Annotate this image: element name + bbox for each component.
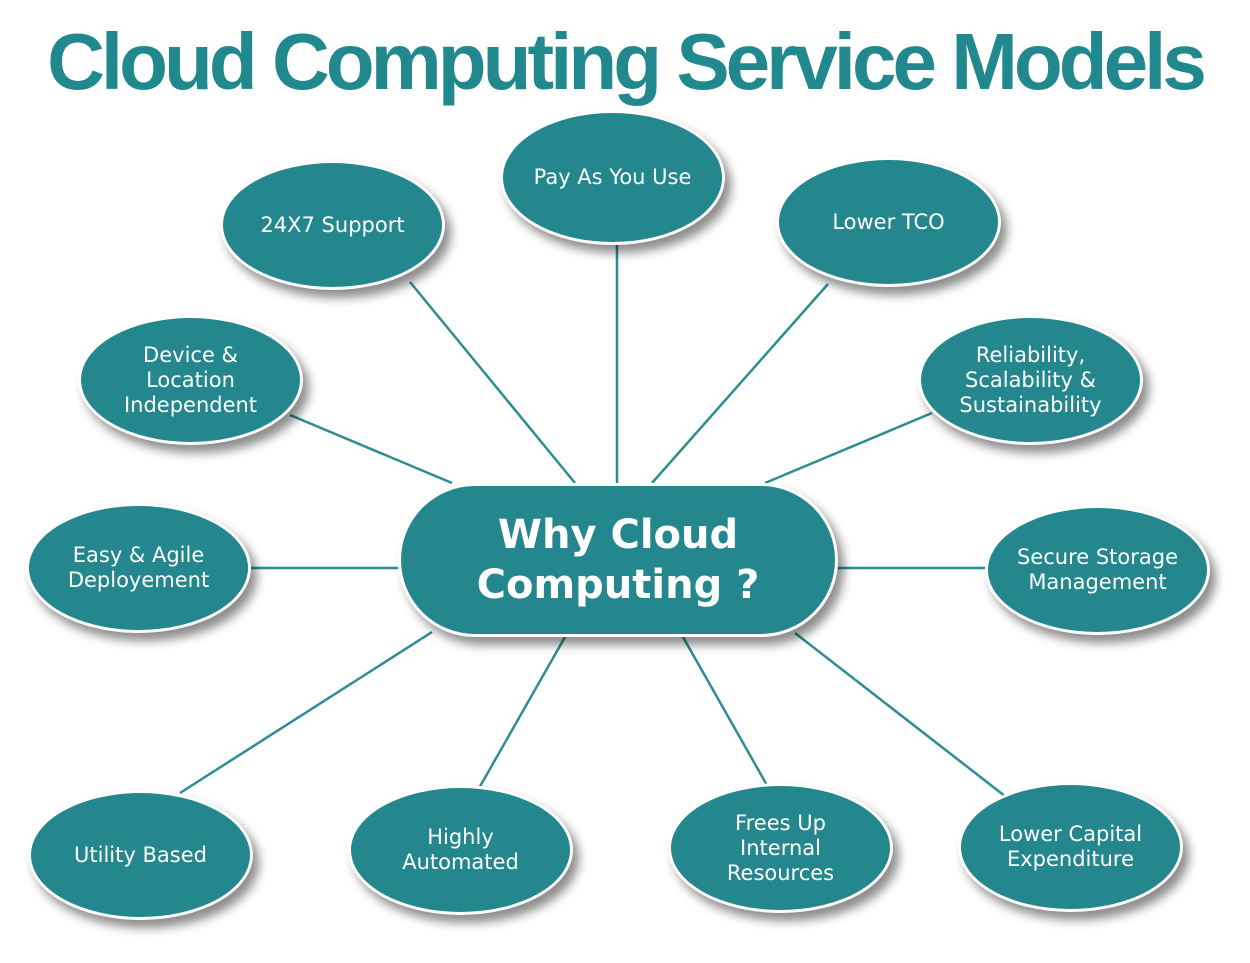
connector-lower-tco: [651, 283, 829, 484]
node-lower-capital-expenditure: Lower Capital Expenditure: [958, 782, 1183, 912]
node-reliability-scalability-sustainability: Reliability, Scalability & Sustainabilit…: [918, 315, 1143, 445]
node-utility-based: Utility Based: [28, 790, 253, 920]
connector-24x7-support: [409, 281, 576, 484]
node-lower-tco: Lower TCO: [776, 157, 1001, 287]
node-frees-up-internal-resources: Frees Up Internal Resources: [668, 783, 893, 913]
connector-lower-capital: [794, 632, 1011, 801]
connector-utility-based: [179, 630, 433, 795]
center-node-why-cloud-computing: Why Cloud Computing ?: [398, 483, 838, 637]
connector-reliability: [764, 411, 933, 485]
node-highly-automated: Highly Automated: [348, 785, 573, 915]
node-device-location-independent: Device & Location Independent: [78, 315, 303, 445]
node-secure-storage-management: Secure Storage Management: [985, 505, 1210, 635]
diagram-title: Cloud Computing Service Models: [47, 17, 1207, 106]
connector-highly-automated: [476, 636, 567, 791]
connector-device-location: [289, 413, 453, 485]
node-pay-as-you-use: Pay As You Use: [500, 110, 725, 245]
connector-frees-up: [681, 636, 770, 788]
node-24x7-support: 24X7 Support: [220, 160, 445, 290]
node-easy-agile-deployement: Easy & Agile Deployement: [26, 503, 251, 633]
